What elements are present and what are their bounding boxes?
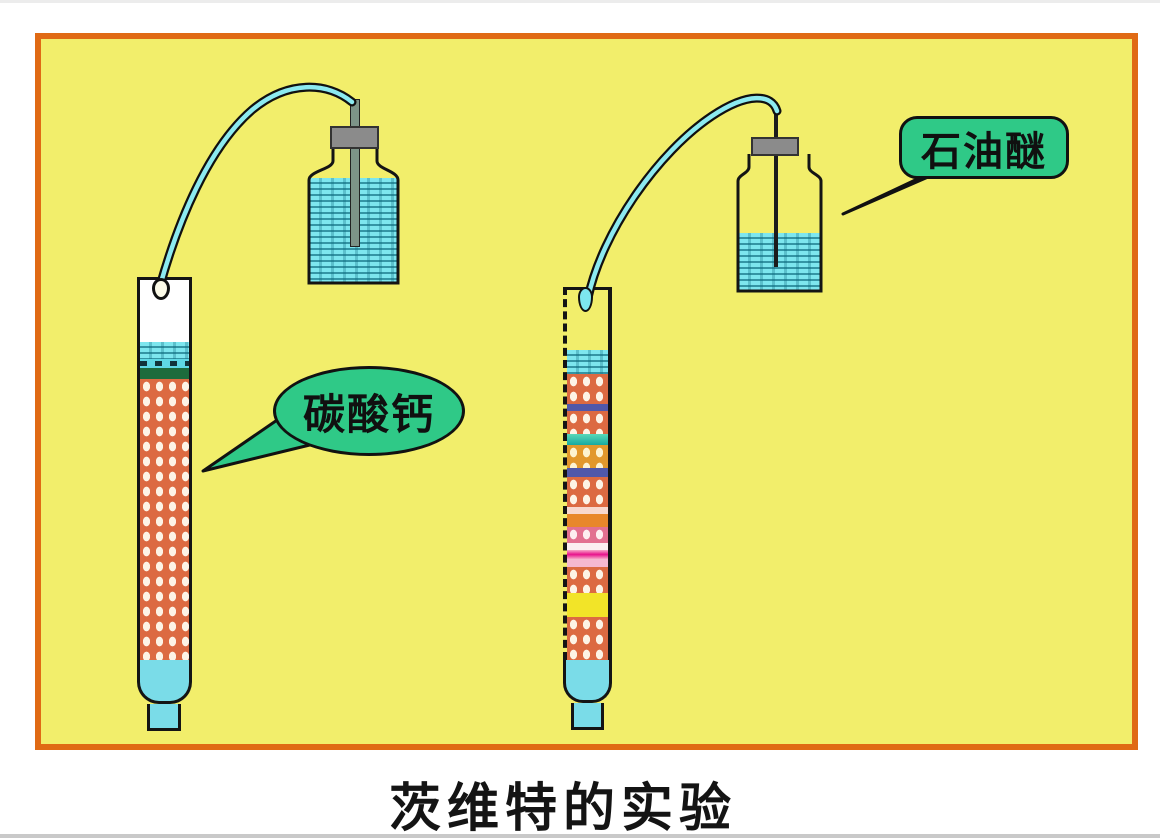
- packing: [567, 567, 608, 593]
- left-bottle-dip-tube: [350, 99, 360, 247]
- band-indigo-2: [567, 468, 608, 477]
- petroleum-ether-label-bubble: 石油醚: [899, 116, 1069, 179]
- packing: [567, 477, 608, 507]
- right-bottle-dip-tube: [774, 107, 778, 267]
- band-pale-pink: [567, 507, 608, 514]
- band-indigo-1: [567, 404, 608, 411]
- right-bottle-liquid: [739, 233, 821, 291]
- right-bottle-stopper: [751, 137, 799, 156]
- calcium-carbonate-packing: [140, 379, 189, 660]
- packing: [567, 617, 608, 660]
- band-teal: [567, 434, 608, 445]
- solvent-dash-layer: [140, 359, 189, 368]
- band-yellow: [567, 593, 608, 617]
- packing: [567, 411, 608, 434]
- right-column-outlet-stem: [571, 703, 604, 730]
- dark-green-layer: [140, 368, 189, 379]
- band-white: [567, 543, 608, 550]
- right-chromatography-column: [563, 287, 612, 660]
- solvent-head: [567, 350, 608, 374]
- band-magenta: [567, 550, 608, 559]
- packing: [567, 374, 608, 404]
- packing-yellow: [567, 445, 608, 468]
- calcium-carbonate-label: 碳酸钙: [302, 389, 435, 439]
- left-chromatography-column: [137, 277, 192, 660]
- bottom-edge-strip: [0, 834, 1160, 838]
- petroleum-ether-label: 石油醚: [921, 128, 1047, 175]
- band-light-pink: [567, 559, 608, 567]
- top-edge-strip: [0, 0, 1160, 3]
- diagram-title: 茨维特的实验: [388, 779, 738, 838]
- band-orange: [567, 514, 608, 527]
- right-column-shoulder: [563, 660, 612, 703]
- left-bottle-stopper: [330, 126, 379, 149]
- packing-pink: [567, 527, 608, 543]
- left-column-outlet-stem: [147, 704, 181, 731]
- calcium-carbonate-label-bubble: 碳酸钙: [273, 366, 465, 456]
- solvent-layer: [140, 342, 189, 359]
- left-column-shoulder: [137, 660, 192, 704]
